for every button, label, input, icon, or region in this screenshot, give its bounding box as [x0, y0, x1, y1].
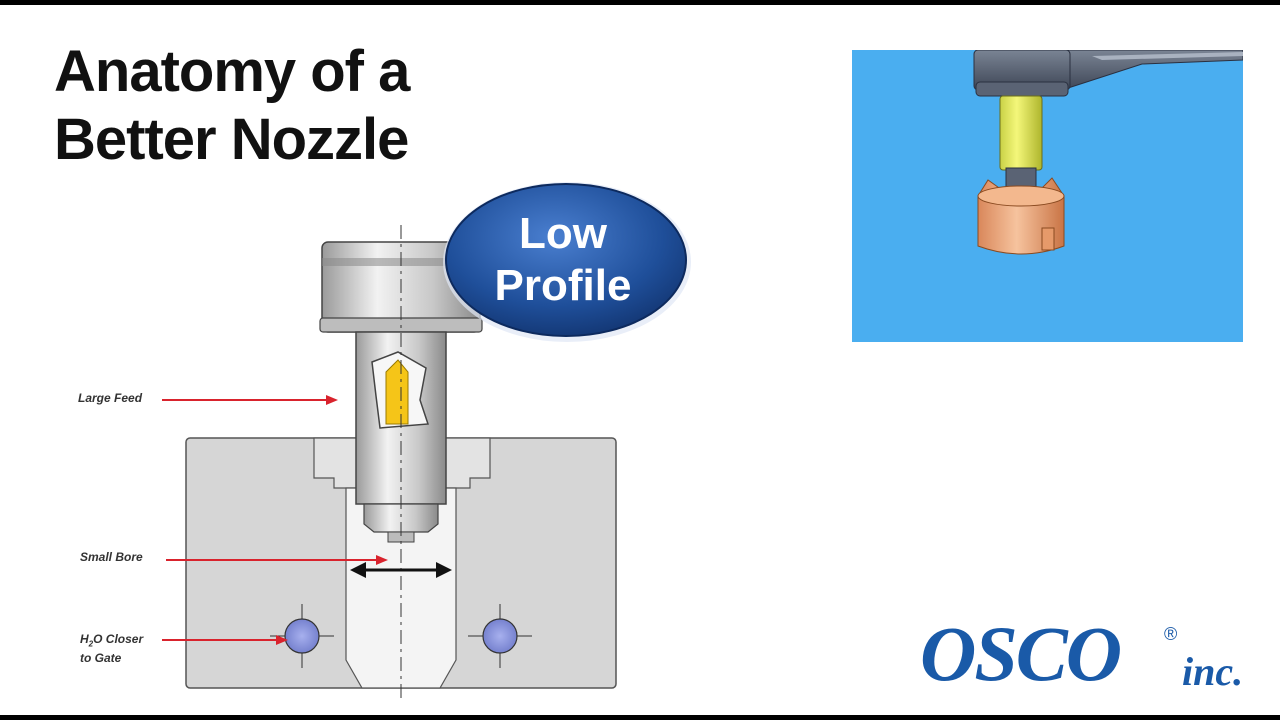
feed-flow — [385, 359, 409, 425]
h2o-part2: O Closer — [93, 632, 144, 646]
logo-suffix: inc. — [1182, 649, 1244, 694]
badge-line-1: Low — [519, 209, 608, 258]
h2o-subscript: 2 — [88, 639, 94, 649]
leader-h2o — [162, 635, 288, 645]
render-arm-top — [1092, 52, 1243, 60]
callout-h2o-closer-to-gate: H2O Closer to Gate — [80, 632, 143, 666]
top-border — [0, 0, 1280, 5]
h2o-part1: H — [80, 632, 89, 646]
cooling-channel-right — [468, 604, 532, 668]
leader-large-feed — [162, 395, 338, 405]
bore-arrow-right — [436, 562, 452, 578]
osco-logo: OSCO ® inc. — [920, 610, 1250, 700]
badge-line-2: Profile — [495, 261, 632, 310]
render-copper-tab — [1041, 227, 1055, 251]
nozzle-render — [973, 50, 1243, 255]
bottom-border — [0, 715, 1280, 720]
render-housing-lip — [975, 81, 1069, 97]
render-coupling — [1005, 167, 1037, 189]
h2o-line2: to Gate — [80, 651, 122, 666]
logo-wordmark: OSCO — [920, 610, 1122, 697]
nozzle-tip — [363, 503, 439, 533]
callout-large-feed: Large Feed — [78, 391, 143, 405]
bore-arrow-left — [350, 562, 366, 578]
registered-mark: ® — [1164, 624, 1178, 644]
callout-small-bore: Small Bore — [80, 550, 143, 564]
render-shaft — [999, 95, 1043, 171]
cooling-channel-left — [270, 604, 334, 668]
render-copper-top — [977, 185, 1065, 207]
low-profile-badge: Low Profile — [443, 182, 691, 342]
leader-small-bore — [166, 555, 388, 565]
nozzle-render-image — [852, 50, 1243, 342]
slide-title: Anatomy of a Better Nozzle — [54, 39, 410, 172]
